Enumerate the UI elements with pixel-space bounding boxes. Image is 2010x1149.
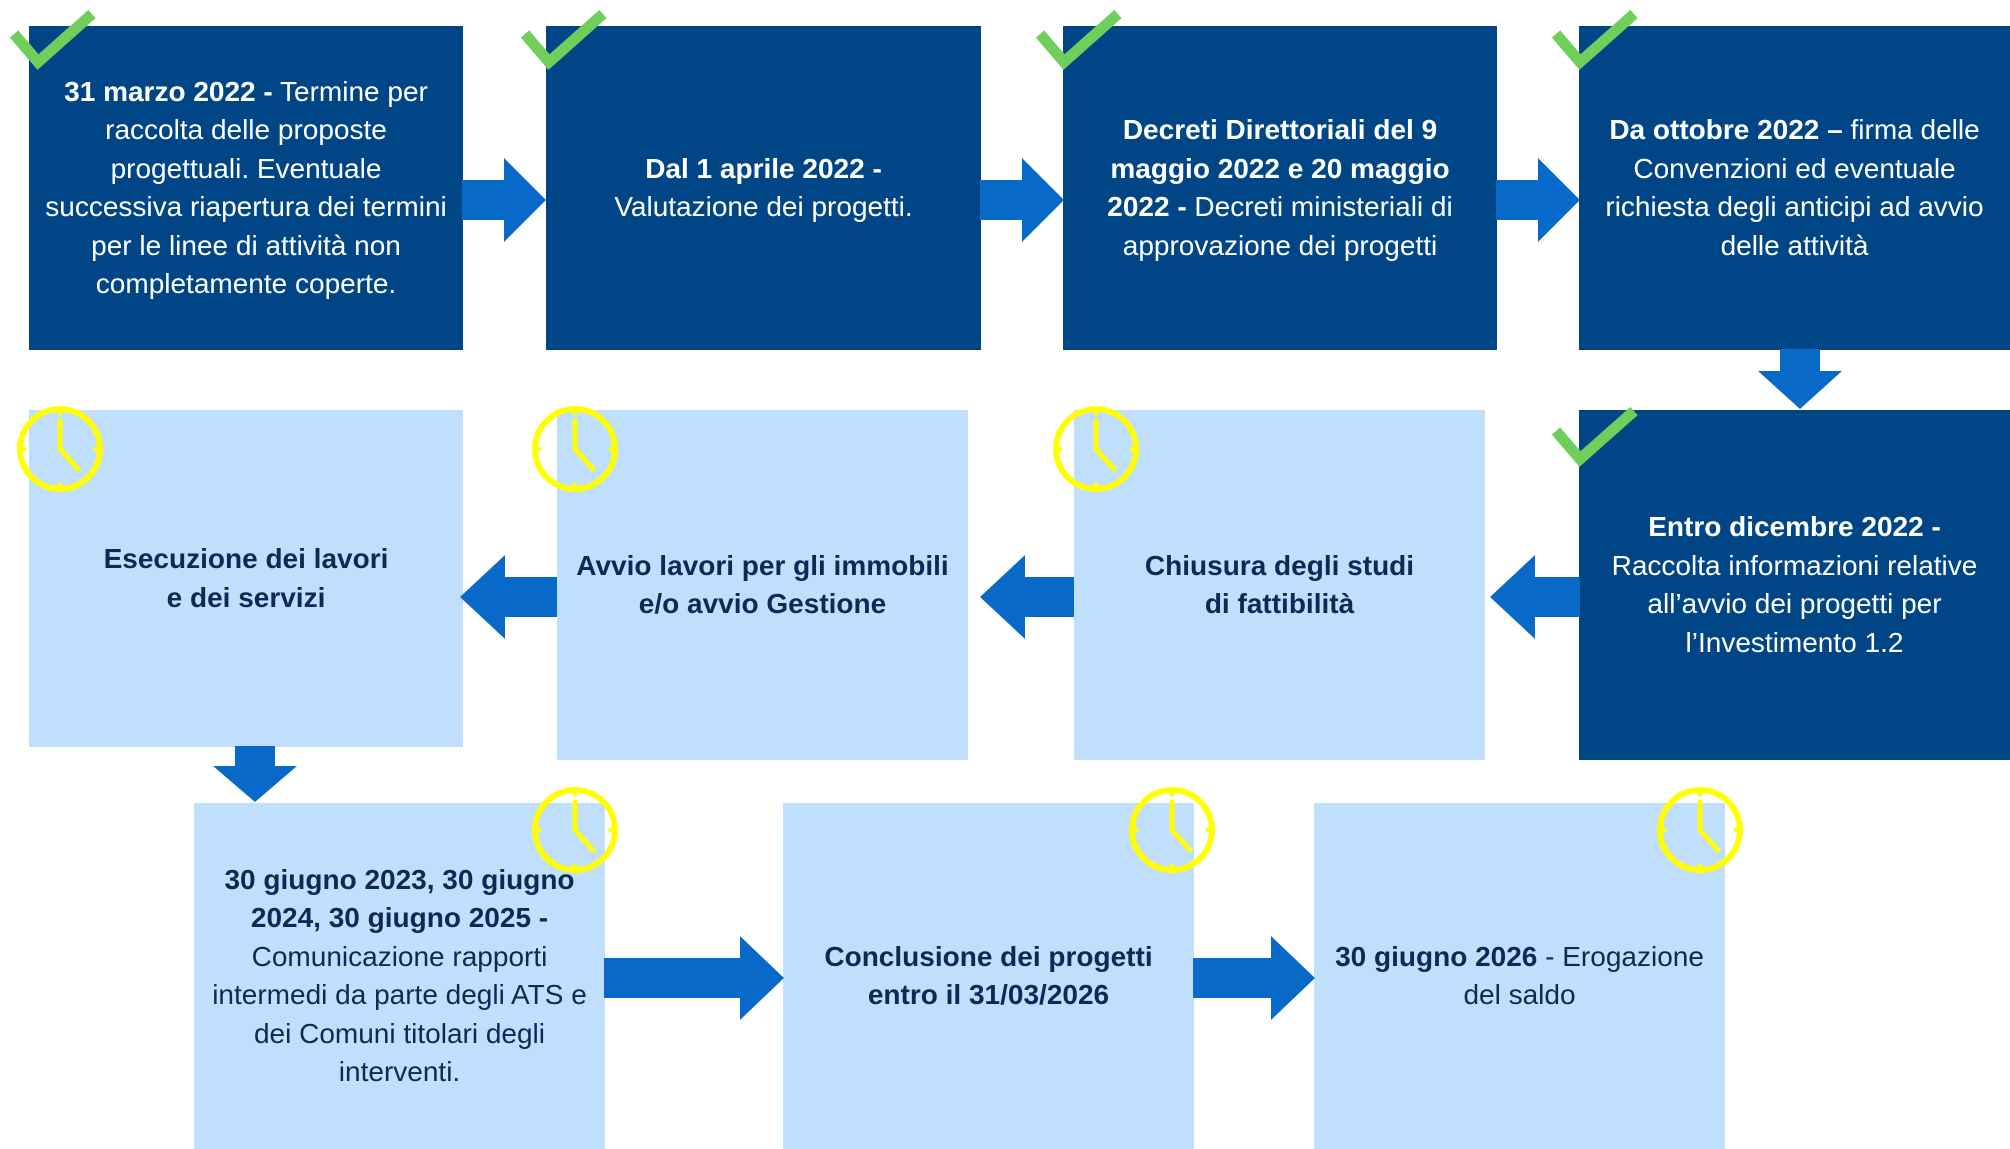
step-4-box: Da ottobre 2022 – firma delle Convenzion… [1579, 26, 2010, 350]
step-1-text: 31 marzo 2022 - Termine per raccolta del… [45, 75, 447, 300]
step-7-box: Avvio lavori per gli immobili e/o avvio … [557, 410, 968, 760]
step-11-box: 30 giugno 2026 - Erogazione del saldo [1314, 803, 1725, 1149]
arrow-right-icon [604, 936, 784, 1020]
arrow-right-icon [1193, 936, 1315, 1020]
step-9-text: 30 giugno 2023, 30 giugno 2024, 30 giugn… [212, 863, 587, 1088]
arrow-left-icon [1490, 555, 1580, 639]
check-icon [520, 9, 607, 70]
step-4-text: Da ottobre 2022 – firma delle Convenzion… [1605, 114, 1984, 261]
arrow-down-icon [1758, 349, 1842, 409]
step-10-text: Conclusione dei progetti entro il 31/03/… [824, 940, 1153, 1011]
clock-icon [1657, 787, 1743, 873]
check-icon [1035, 9, 1122, 70]
check-icon [1551, 406, 1638, 467]
clock-icon [17, 406, 103, 492]
clock-icon [1053, 406, 1139, 492]
step-9-box: 30 giugno 2023, 30 giugno 2024, 30 giugn… [194, 803, 605, 1149]
step-5-box: Entro dicembre 2022 - Raccolta informazi… [1579, 410, 2010, 760]
step-2-box: Dal 1 aprile 2022 - Valutazione dei prog… [546, 26, 981, 350]
step-6-text: Chiusura degli studi di fattibilità [1144, 549, 1415, 620]
clock-icon [532, 787, 618, 873]
arrow-right-icon [462, 158, 546, 242]
step-3-text: Decreti Direttoriali del 9 maggio 2022 e… [1107, 114, 1453, 261]
check-icon [1551, 9, 1638, 70]
step-6-box: Chiusura degli studi di fattibilità [1074, 410, 1485, 760]
step-5-text: Entro dicembre 2022 - Raccolta informazi… [1611, 511, 1978, 658]
arrow-down-icon [213, 746, 297, 802]
check-icon [9, 9, 96, 70]
step-7-text: Avvio lavori per gli immobili e/o avvio … [576, 549, 949, 620]
step-3-box: Decreti Direttoriali del 9 maggio 2022 e… [1063, 26, 1497, 350]
step-2-text: Dal 1 aprile 2022 - Valutazione dei prog… [614, 152, 913, 223]
step-8-text: Esecuzione dei lavori e dei servizi [103, 543, 389, 613]
arrow-right-icon [1496, 158, 1580, 242]
clock-icon [1129, 787, 1215, 873]
clock-icon [532, 406, 618, 492]
arrow-right-icon [980, 158, 1064, 242]
step-1-box: 31 marzo 2022 - Termine per raccolta del… [29, 26, 463, 350]
step-8-box: Esecuzione dei lavori e dei servizi [29, 410, 463, 747]
arrow-left-icon [460, 555, 557, 639]
step-11-text: 30 giugno 2026 - Erogazione del saldo [1335, 940, 1704, 1011]
step-10-box: Conclusione dei progetti entro il 31/03/… [783, 803, 1194, 1149]
arrow-left-icon [980, 555, 1074, 639]
